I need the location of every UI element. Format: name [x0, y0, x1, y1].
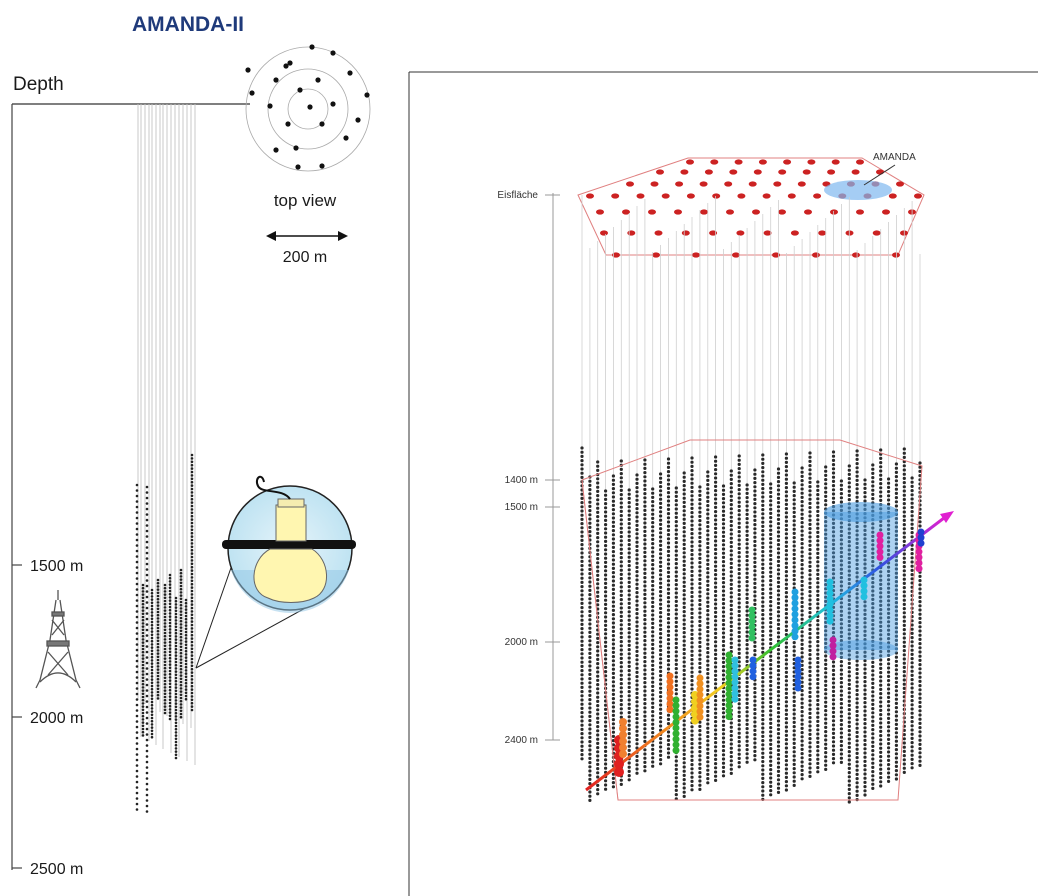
right-depth-tick-2000: 2000 m [505, 637, 560, 648]
side-view-strings [135, 104, 196, 813]
svg-text:1500 m: 1500 m [30, 558, 83, 575]
top-view-diagram [245, 44, 371, 172]
surface-hexagon [577, 157, 925, 256]
hit-modules [614, 528, 925, 777]
surface-dots [586, 159, 922, 258]
amanda-label: AMANDA [873, 152, 916, 163]
depth-tick-2000: 2000 m [12, 710, 83, 727]
left-title: AMANDA-II [132, 13, 244, 36]
amanda-pointer [863, 164, 896, 186]
amanda-surface-marker [824, 180, 892, 200]
svg-text:2500 m: 2500 m [30, 861, 83, 878]
left-panel: AMANDA-II Depth 1500 m 2000 m 2500 m top… [11, 13, 371, 878]
surface-label: Eisfläche [497, 190, 560, 201]
depth-tick-2500: 2500 m [12, 861, 83, 878]
svg-text:2000 m: 2000 m [30, 710, 83, 727]
depth-tick-1500: 1500 m [12, 558, 83, 575]
svg-text:Eisfläche: Eisfläche [497, 190, 538, 201]
depth-label: Depth [13, 74, 64, 95]
svg-text:1400 m: 1400 m [505, 475, 538, 486]
svg-text:2000 m: 2000 m [505, 637, 538, 648]
optical-module-icon [195, 475, 356, 669]
svg-text:2400 m: 2400 m [505, 735, 538, 746]
right-depth-tick-1400: 1400 m [505, 475, 560, 486]
right-depth-tick-1500: 1500 m [505, 502, 560, 513]
double-arrow-icon [266, 231, 348, 241]
eiffel-tower-icon [35, 590, 81, 689]
scale-label: 200 m [283, 249, 327, 266]
right-panel: Eisfläche 1400 m 1500 m 2000 m 2400 m AM… [497, 152, 954, 804]
svg-text:1500 m: 1500 m [505, 502, 538, 513]
icecube-strings [580, 195, 922, 804]
top-view-label: top view [274, 191, 337, 210]
muon-track [585, 516, 945, 792]
track-arrowhead [940, 511, 954, 523]
right-depth-tick-2400: 2400 m [505, 735, 560, 746]
